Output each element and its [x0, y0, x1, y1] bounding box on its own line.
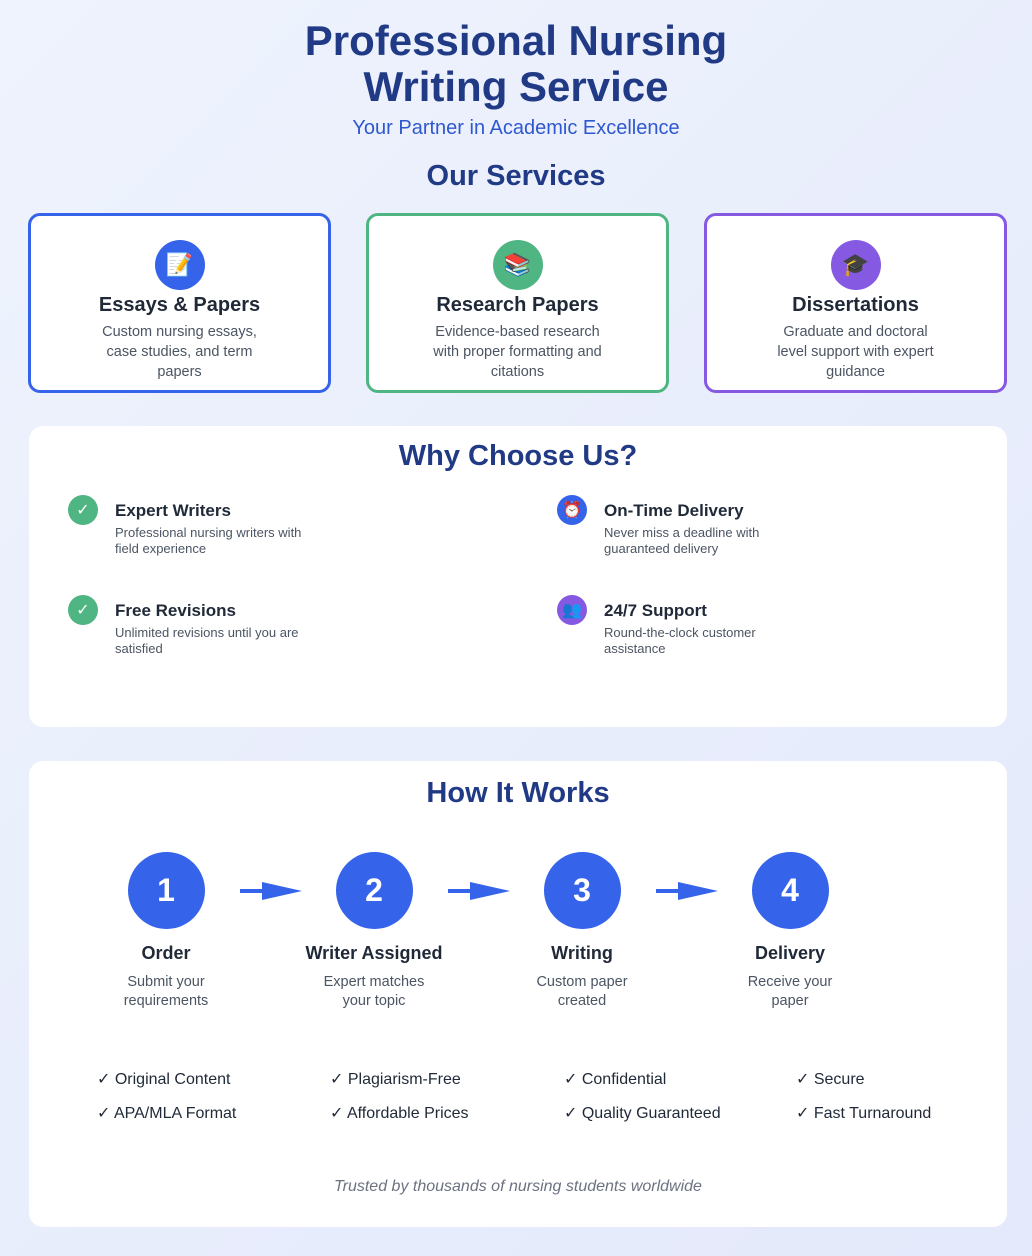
step-desc: Receive your paper: [747, 974, 833, 1009]
step-writing: 3 Writing Custom paper created: [497, 852, 667, 1011]
benefit-item: ✓ Affordable Prices: [330, 1105, 469, 1122]
services-heading: Our Services: [426, 160, 606, 192]
how-it-works-panel: How It Works 1 Order Submit your require…: [29, 761, 1007, 1227]
step-desc: Expert matches your topic: [323, 974, 425, 1009]
support-people-icon: 👥: [557, 595, 587, 625]
how-heading: How It Works: [426, 777, 610, 809]
trust-note: Trusted by thousands of nursing students…: [334, 1178, 702, 1195]
step-number: 1: [127, 852, 205, 929]
feature-desc: Professional nursing writers with field …: [115, 525, 302, 556]
feature-desc: Never miss a deadline with guaranteed de…: [604, 525, 760, 556]
benefit-item: ✓ Secure: [796, 1071, 865, 1088]
benefit-item: ✓ Fast Turnaround: [796, 1105, 932, 1122]
step-order: 1 Order Submit your requirements: [81, 852, 251, 1011]
page-title-line1: Professional Nursing: [304, 17, 728, 64]
benefit-item: ✓ Original Content: [97, 1071, 231, 1088]
service-title: Essays & Papers: [98, 294, 261, 316]
arrow-right-icon: [656, 882, 718, 900]
alarm-clock-icon: ⏰: [557, 495, 587, 525]
graduation-cap-icon: 🎓: [830, 240, 881, 290]
page-title: Professional Nursing Writing Service: [0, 18, 1032, 110]
check-icon: ✓: [68, 495, 98, 525]
feature-desc: Round-the-clock customer assistance: [604, 625, 756, 656]
service-card-dissertations: 🎓 Dissertations Graduate and doctoral le…: [704, 213, 1007, 393]
step-title: Writer Assigned: [305, 943, 443, 963]
step-title: Writing: [551, 943, 613, 963]
service-title: Research Papers: [436, 294, 599, 316]
service-card-research: 📚 Research Papers Evidence-based researc…: [366, 213, 669, 393]
check-icon: ✓: [68, 595, 98, 625]
step-number: 4: [751, 852, 829, 929]
page-title-line2: Writing Service: [363, 63, 669, 110]
service-desc: Custom nursing essays, case studies, and…: [102, 324, 257, 380]
page-subtitle: Your Partner in Academic Excellence: [352, 117, 680, 139]
step-number: 3: [543, 852, 621, 929]
feature-title: Free Revisions: [115, 601, 236, 620]
books-icon: 📚: [492, 240, 543, 290]
why-heading: Why Choose Us?: [398, 440, 638, 472]
service-title: Dissertations: [792, 294, 919, 316]
arrow-right-icon: [448, 882, 510, 900]
benefit-item: ✓ Confidential: [564, 1071, 667, 1088]
service-card-essays: 📝 Essays & Papers Custom nursing essays,…: [28, 213, 331, 393]
step-writer-assigned: 2 Writer Assigned Expert matches your to…: [289, 852, 459, 1011]
step-desc: Custom paper created: [536, 974, 628, 1009]
service-desc: Graduate and doctoral level support with…: [777, 324, 934, 380]
step-desc: Submit your requirements: [123, 974, 209, 1009]
step-title: Delivery: [754, 943, 826, 963]
memo-icon: 📝: [154, 240, 205, 290]
feature-title: 24/7 Support: [604, 601, 707, 620]
step-number: 2: [335, 852, 413, 929]
benefit-item: ✓ Quality Guaranteed: [564, 1105, 721, 1122]
arrow-right-icon: [240, 882, 302, 900]
benefit-item: ✓ Plagiarism-Free: [330, 1071, 461, 1088]
why-choose-us-panel: Why Choose Us? ✓ Expert Writers Professi…: [29, 426, 1007, 727]
step-title: Order: [141, 943, 191, 963]
benefit-item: ✓ APA/MLA Format: [97, 1105, 237, 1122]
feature-title: On-Time Delivery: [604, 501, 744, 520]
feature-title: Expert Writers: [115, 501, 231, 520]
feature-desc: Unlimited revisions until you are satisf…: [115, 625, 299, 656]
step-delivery: 4 Delivery Receive your paper: [705, 852, 875, 1011]
service-desc: Evidence-based research with proper form…: [433, 324, 602, 380]
